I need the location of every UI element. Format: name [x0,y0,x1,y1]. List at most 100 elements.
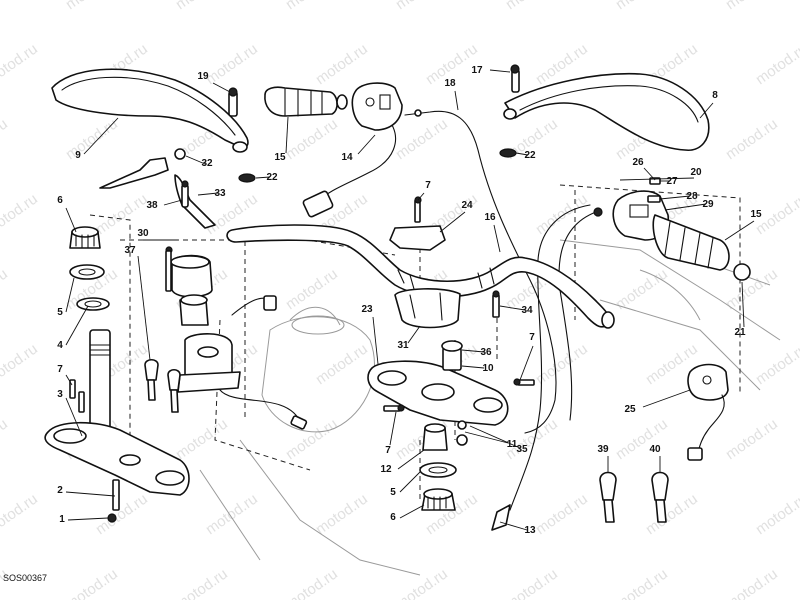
callout-label-c6a: 6 [57,195,63,206]
callout-leader-c23 [372,316,379,365]
callout-label-c21: 21 [734,327,746,338]
watermark-text: motod.ru [723,415,781,463]
callout-label-c30: 30 [137,228,149,239]
callout-label-c26: 26 [632,157,644,168]
watermark-text: motod.ru [533,490,591,538]
brake-reservoir-bracket [99,148,216,229]
watermark-text: motod.ru [533,190,591,238]
callout-label-c8: 8 [712,90,718,101]
callout-leader-c38 [163,199,183,206]
watermark-text: motod.ru [643,490,701,538]
callout-label-c7d: 7 [385,445,391,456]
callout-label-c34: 34 [521,305,533,316]
callout-label-c20: 20 [690,167,702,178]
callout-leader-c16 [493,224,501,253]
watermark-text: motod.ru [283,565,341,600]
watermark-text: motod.ru [0,40,41,88]
callout-leader-c28 [659,195,691,200]
callout-label-c29: 29 [702,199,714,210]
callout-label-c12: 12 [380,464,392,475]
callout-leader-c31 [407,325,421,344]
callout-leader-c18 [454,90,459,111]
watermark-text: motod.ru [753,340,800,388]
watermark-text: motod.ru [283,0,341,13]
callout-label-c33: 33 [214,188,226,199]
callout-label-c23: 23 [361,304,373,315]
callout-label-c37: 37 [124,245,136,256]
callout-leader-c14 [357,134,376,155]
callout-label-c18: 18 [444,78,456,89]
upper-triple-clamp [367,340,509,426]
callout-leader-c6a [65,207,77,233]
watermark-text: motod.ru [0,190,41,238]
callout-leader-c22a [255,176,271,179]
callout-leader-c34 [499,305,526,311]
callout-label-c19: 19 [197,71,209,82]
callout-leader-c7c [519,345,534,381]
callout-leader-c33 [197,192,219,196]
callout-label-c4: 4 [57,340,63,351]
callout-leader-c9 [83,117,119,155]
watermark-text: motod.ru [313,490,371,538]
watermark-text: motod.ru [63,0,121,13]
mirror-bolt-right [499,64,520,158]
watermark-text: motod.ru [723,565,781,600]
callout-label-c15a: 15 [274,152,286,163]
watermark-text: motod.ru [93,490,151,538]
watermark-text: motod.ru [0,490,41,538]
callout-label-c38: 38 [146,200,158,211]
callout-leader-c6b [399,504,425,519]
callout-leader-c37 [137,255,151,361]
callout-label-c40: 40 [649,444,661,455]
callout-label-c14: 14 [341,152,353,163]
callout-label-c35: 35 [516,444,528,455]
watermark-text: motod.ru [613,565,671,600]
watermark-text: motod.ru [0,340,41,388]
callout-leader-c15a [285,116,289,154]
watermark-text: motod.ru [723,0,781,13]
watermark-text: motod.ru [313,340,371,388]
watermark-text: motod.ru [63,565,121,600]
callout-label-c3: 3 [57,389,63,400]
callout-leader-c22b [515,152,529,156]
callout-leader-c19 [212,82,231,93]
lower-triple-clamp [44,329,190,523]
callout-label-c17: 17 [471,65,483,76]
callout-leader-c12 [397,449,425,470]
mirror-bolt-left [228,87,256,183]
callout-leader-c36 [461,349,485,353]
callout-leader-c10 [461,365,485,369]
callout-label-c22b: 22 [524,150,536,161]
callout-leader-c11 [464,431,509,444]
callout-leader-c25 [642,389,691,408]
callout-leader-c32 [185,155,206,165]
callout-leader-c21 [741,281,745,328]
callout-label-c15b: 15 [750,209,762,220]
callout-label-c28: 28 [686,191,698,202]
watermark-text: motod.ru [393,115,451,163]
callout-label-c22a: 22 [266,172,278,183]
watermark-text: motod.ru [203,490,261,538]
callout-label-c31: 31 [397,340,409,351]
callout-leader-c15b [724,220,755,241]
callout-label-c24: 24 [461,200,473,211]
watermark-text: motod.ru [723,115,781,163]
watermark-text: motod.ru [0,565,11,600]
callout-label-c9: 9 [75,150,81,161]
spare-key-40 [651,471,669,523]
left-mirror [51,68,249,153]
watermark-text: motod.ru [503,0,561,13]
watermark-text: motod.ru [753,490,800,538]
watermark-text: motod.ru [723,265,781,313]
throttle-assembly [593,177,751,281]
watermark-text: motod.ru [753,40,800,88]
watermark-text: motod.ru [0,115,11,163]
callout-label-c13: 13 [524,525,536,536]
clutch-cable [404,109,557,434]
watermark-text: motod.ru [0,415,11,463]
callout-label-c16: 16 [484,212,496,223]
callout-leader-c24 [439,211,466,233]
callout-leader-c20 [619,177,695,181]
watermark-text: motod.ru [173,0,231,13]
